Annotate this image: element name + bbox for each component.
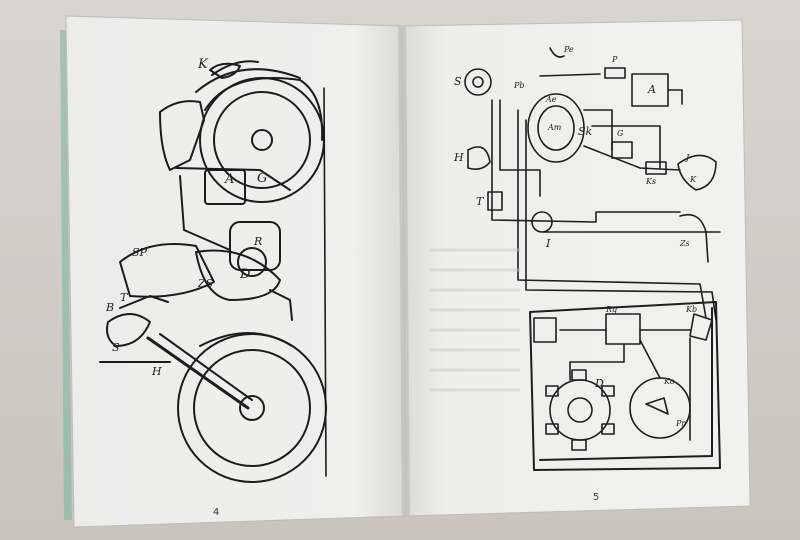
label-k: K [198,57,208,72]
label-g: G [617,129,624,138]
page-number-right: 5 [593,492,600,503]
label-sk: Sk [578,125,593,138]
motorcycle-drawing [99,60,327,483]
label-pb: Pb [514,81,525,90]
label-t: T [120,291,128,304]
label-rg: Rg [606,305,618,314]
label-t-switch: T [476,195,484,208]
label-ae: Ae [546,95,557,104]
label-j: J [686,153,690,162]
label-i: I [546,237,551,250]
label-sp: SP [132,246,147,259]
label-s: S [112,341,120,354]
label-a-battery: A [648,83,656,96]
label-am: Am [548,123,562,132]
page-number-left: 4 [213,507,220,518]
label-h: H [152,365,162,378]
label-s-headlight: S [454,75,462,88]
label-a: A [225,172,235,187]
label-pr: Pr [676,419,686,428]
label-d-dynamo: D [595,377,604,390]
label-kb: Kb [686,305,698,314]
label-b: B [106,301,115,314]
label-zs: ZS [198,277,214,290]
label-d: D [240,267,251,282]
show-through-text [430,248,520,392]
label-h-horn: H [454,151,464,164]
label-zs-plug: Zs [680,239,690,248]
label-ks: Ks [646,177,657,186]
label-k-lamp: K [690,175,696,184]
label-pe: Pe [564,45,574,54]
label-g: G [257,171,268,186]
wiring-diagram [464,47,721,471]
label-ko: Ko [664,377,675,386]
right-page [401,19,751,517]
label-r: R [254,235,263,248]
left-page [65,15,407,528]
label-p: P [612,55,618,64]
